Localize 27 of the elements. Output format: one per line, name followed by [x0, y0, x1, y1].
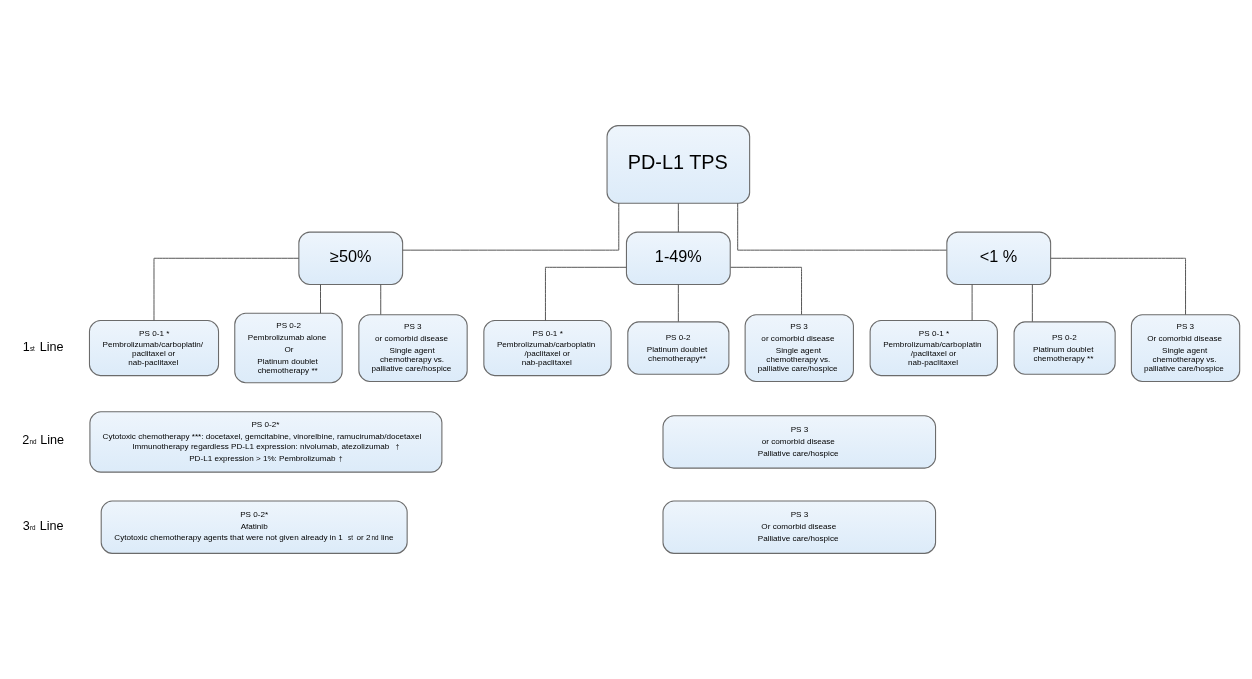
node-box: PS 0-2 Platinum doublet chemotherapy**: [627, 321, 730, 375]
connector: [1050, 257, 1187, 316]
connector: [320, 284, 321, 314]
node-box: ≥50%: [298, 231, 404, 285]
connector: [380, 284, 382, 316]
connector: [677, 284, 679, 323]
node-box: PS 3 or comorbid disease Single agent chemotherapy vs. palliative care/hospice: [358, 314, 468, 382]
node-box: PD-L1 TPS: [606, 125, 751, 204]
connector: [677, 202, 679, 233]
connector: [544, 266, 627, 321]
connector: [737, 202, 948, 251]
node-box: PS 0-2 Pembrolizumab alone Or Platinum doublet chemotherapy **: [234, 312, 343, 384]
node-box: 1-49%: [625, 231, 731, 285]
connector: [1031, 284, 1033, 323]
node-box: PS 3 Or comorbid disease Palliative care/hospice: [662, 500, 937, 554]
connector: [971, 284, 973, 321]
node-box: PS 0-1 * Pembrolizumab/carboplatin /paclitaxel or nab-paclitaxel: [483, 320, 612, 377]
connector: [153, 257, 300, 321]
node-box: PS 0-2 Platinum doublet chemotherapy **: [1013, 321, 1116, 375]
node-box: PS 0-1 * Pembrolizumab/carboplatin /paclitaxel or nab-paclitaxel: [869, 320, 998, 377]
node-box: PS 0-1 * Pembrolizumab/carboplatin/ paclitaxel or nab-paclitaxel: [88, 320, 220, 377]
connector: [402, 202, 620, 251]
node-box: PS 3 or comorbid disease Single agent chemotherapy vs. palliative care/hospice: [744, 314, 854, 382]
connector: [730, 266, 803, 315]
node-box: PS 3 Or comorbid disease Single agent chemotherapy vs. palliative care/hospice: [1130, 314, 1241, 382]
node-box: <1 %: [946, 231, 1052, 285]
node-box: PS 3 or comorbid disease Palliative care/hospice: [662, 415, 937, 469]
